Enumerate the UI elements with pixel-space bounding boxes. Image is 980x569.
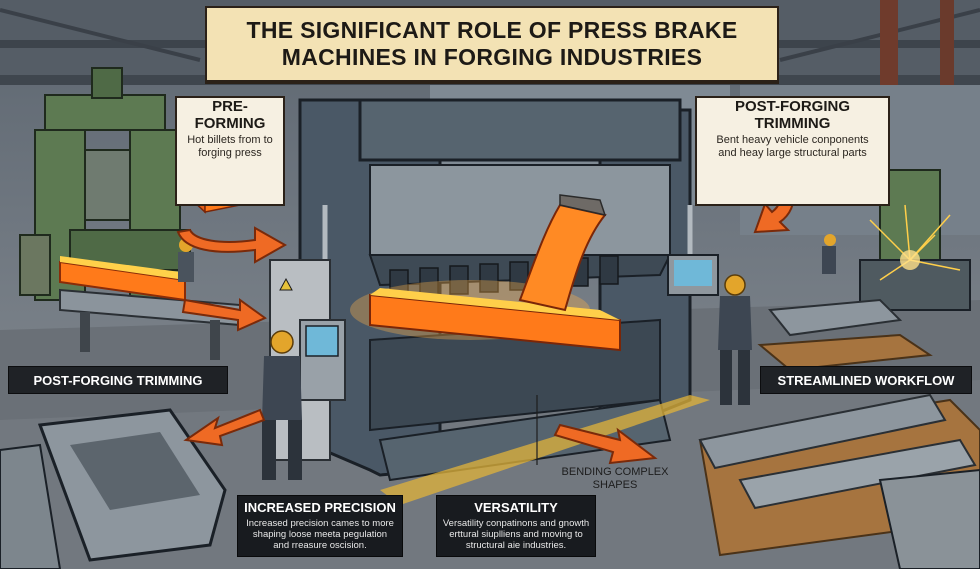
- floor-label-bending: BENDING COMPLEX SHAPES: [561, 466, 669, 491]
- callout-heading: PRE-FORMING: [194, 98, 266, 132]
- callout-heading: POST-FORGING TRIMMING: [734, 98, 850, 132]
- title-banner: THE SIGNIFICANT ROLE OF PRESS BRAKE MACH…: [205, 6, 779, 82]
- conveyor-left: [59, 256, 241, 360]
- box-text: Increased precision cames to more shapin…: [246, 518, 394, 551]
- box-increased-precision: INCREASED PRECISION Increased precision …: [237, 495, 403, 557]
- callout-pre-forming: PRE-FORMING Hot billets from to forging …: [175, 96, 285, 206]
- parts-pallet-left: [0, 408, 980, 569]
- label-post-trimming: POST-FORGING TRIMMING: [8, 366, 228, 394]
- box-versatility: VERSATILITY Versatility conpatinons and …: [436, 495, 596, 557]
- box-heading: INCREASED PRECISION: [244, 500, 396, 515]
- spark-icon: [869, 204, 961, 281]
- worker-icon: [718, 274, 752, 405]
- box-text: Versatility conpatinons and gnowth erttu…: [442, 518, 590, 551]
- callout-post-trimming: POST-FORGING TRIMMING Bent heavy vehicle…: [695, 96, 890, 206]
- label-streamlined-workflow: STREAMLINED WORKFLOW: [760, 366, 972, 394]
- worker-icon: [262, 330, 302, 480]
- page-title: THE SIGNIFICANT ROLE OF PRESS BRAKE MACH…: [246, 17, 738, 70]
- control-panel-icon: [667, 254, 719, 296]
- callout-text: Hot billets from to forging press: [187, 134, 273, 159]
- callout-text: Bent heavy vehicle conponents and heay l…: [716, 134, 869, 159]
- box-heading: VERSATILITY: [474, 500, 558, 515]
- caution-stripe: [380, 395, 710, 505]
- warning-icon: [279, 277, 293, 291]
- press-brake-machine: [298, 98, 693, 482]
- hot-metal-workpiece: [350, 194, 621, 352]
